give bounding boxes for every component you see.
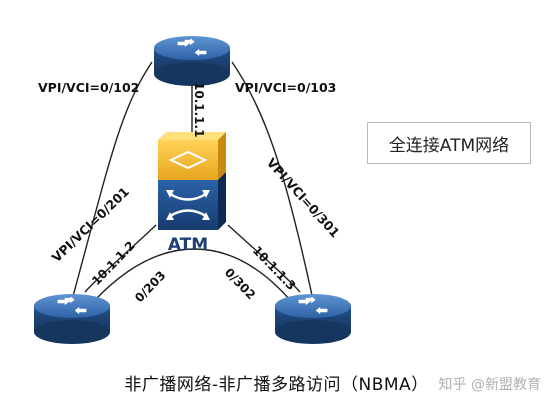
vc-label-right: VPI/VCI=0/301 — [264, 155, 343, 240]
router-left[interactable] — [34, 294, 110, 344]
link-switch-right — [227, 224, 301, 293]
ip-label-right: 10.1.1.3 — [250, 243, 299, 293]
switch-arrows-icon — [169, 192, 207, 218]
atm-label: ATM — [168, 235, 208, 255]
link-lines — [71, 61, 314, 301]
note-text: 全连接ATM网络 — [388, 135, 510, 156]
vc-label-bottom-right: 0/302 — [222, 265, 258, 302]
router-right[interactable] — [275, 294, 351, 344]
vc-label-top-left: VPI/VCI=0/102 — [38, 80, 139, 95]
atm-switch[interactable]: ATM — [158, 132, 226, 255]
link-top-left — [71, 61, 153, 301]
vc-label-top-right: VPI/VCI=0/103 — [235, 80, 336, 95]
link-switch-left — [84, 224, 157, 293]
watermark: 知乎 @新盟教育 — [438, 377, 541, 393]
caption: 非广播网络-非广播多路访问（NBMA） — [124, 375, 429, 395]
router-top[interactable] — [154, 36, 230, 86]
link-left-right — [94, 248, 291, 301]
diamond-icon — [168, 150, 208, 170]
vc-label-bottom-left: 0/203 — [132, 268, 168, 305]
ip-label-left: 10.1.1.2 — [89, 238, 138, 288]
link-top-right — [231, 61, 314, 301]
ip-label-top: 10.1.1.1 — [192, 82, 206, 137]
note-box: 全连接ATM网络 — [367, 122, 531, 164]
